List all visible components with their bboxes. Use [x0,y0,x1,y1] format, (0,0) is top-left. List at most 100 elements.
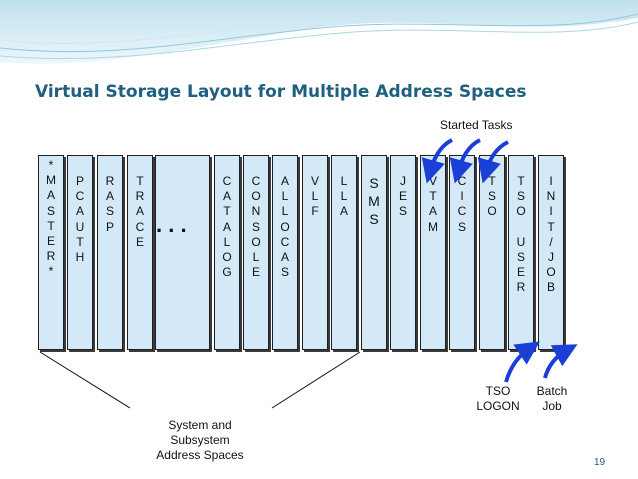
column-letter: T [488,174,496,188]
system-address-spaces-label: System and Subsystem Address Spaces [140,418,260,463]
column-letter: L [340,189,348,204]
column-letter: S [457,219,466,234]
header-wave-decoration [0,0,638,80]
column-letter: E [46,233,55,248]
column-letter: I [549,174,553,188]
column-letter: H [75,249,85,264]
tso-logon-label: TSO LOGON [470,384,526,414]
ellipsis: . . . [156,212,187,237]
bracket-line-left [39,351,131,409]
column-letter: A [280,174,289,188]
column-letter: * [48,158,54,172]
column-letter: A [135,204,144,219]
system-label-line1: System and [168,418,232,432]
arrow-tso-logon [504,341,540,383]
column-letter: F [311,204,319,219]
column-letter: T [47,218,55,233]
column-letter: R [135,189,145,204]
column-letter: M [428,219,438,234]
column-letter: A [428,204,437,219]
column-letter: T [429,189,437,204]
column-letter: E [251,265,260,280]
column-letter: N [251,204,261,219]
batch-job-line1: Batch [536,384,568,398]
column-letter: L [281,204,289,219]
tso-logon-line1: TSO [485,384,511,398]
system-label-line2: Subsystem [170,433,230,447]
page-number: 19 [594,457,606,468]
column-letter: P [105,219,114,234]
column-letter: A [105,189,114,204]
column-letter: V [310,174,319,188]
column-letter: S [46,203,55,218]
column-letter: I [549,204,553,219]
column-letter: O [546,265,556,280]
slide-title: Virtual Storage Layout for Multiple Addr… [35,82,527,102]
column-letter: S [251,219,260,234]
column-letter: U [75,219,85,234]
column-letter: L [281,189,289,204]
column-letter: A [46,188,55,203]
column-letter: C [457,204,467,219]
column-letter: L [311,189,319,204]
column-letter: R [46,249,56,264]
column-letter: I [460,189,464,204]
column-letter: E [516,265,525,280]
column-letter: T [223,204,231,219]
column-letter: P [75,174,84,188]
column-letter: V [428,174,437,188]
column-letter: A [339,204,348,219]
column-letter: C [75,189,85,204]
batch-job-line2: Job [542,399,562,413]
column-letter: T [547,219,555,234]
bracket-line-right [271,351,361,409]
started-tasks-label: Started Tasks [440,118,513,132]
column-letter: B [546,280,555,295]
column-letter: A [222,189,231,204]
system-label-line3: Address Spaces [156,448,244,462]
column-letter: J [548,249,554,264]
column-letter: A [75,204,84,219]
column-letter: S [280,265,289,280]
column-letter: S [369,211,379,227]
column-letter: S [516,249,525,264]
column-letter: S [487,189,496,204]
column-letter: O [487,204,497,219]
column-letter: E [135,234,144,249]
column-letter: L [340,174,348,188]
column-letter: M [368,193,380,209]
column-letter: G [222,265,232,280]
address-space-ellipsis [155,155,210,350]
column-letter: C [251,174,261,188]
column-letter: J [400,174,406,188]
column-letter: S [398,204,407,219]
column-letter: L [252,249,260,264]
column-letter: S [369,175,379,191]
column-letter: O [516,204,526,219]
column-letter: C [135,219,145,234]
column-letter: M [46,173,56,188]
column-letter: C [457,174,467,188]
column-letter: C [280,234,290,249]
column-letter: O [251,234,261,249]
column-letter: A [280,249,289,264]
column-letter: * [48,264,54,279]
column-letter: T [517,174,525,188]
column-letter: T [136,174,144,188]
column-letter: O [280,219,290,234]
